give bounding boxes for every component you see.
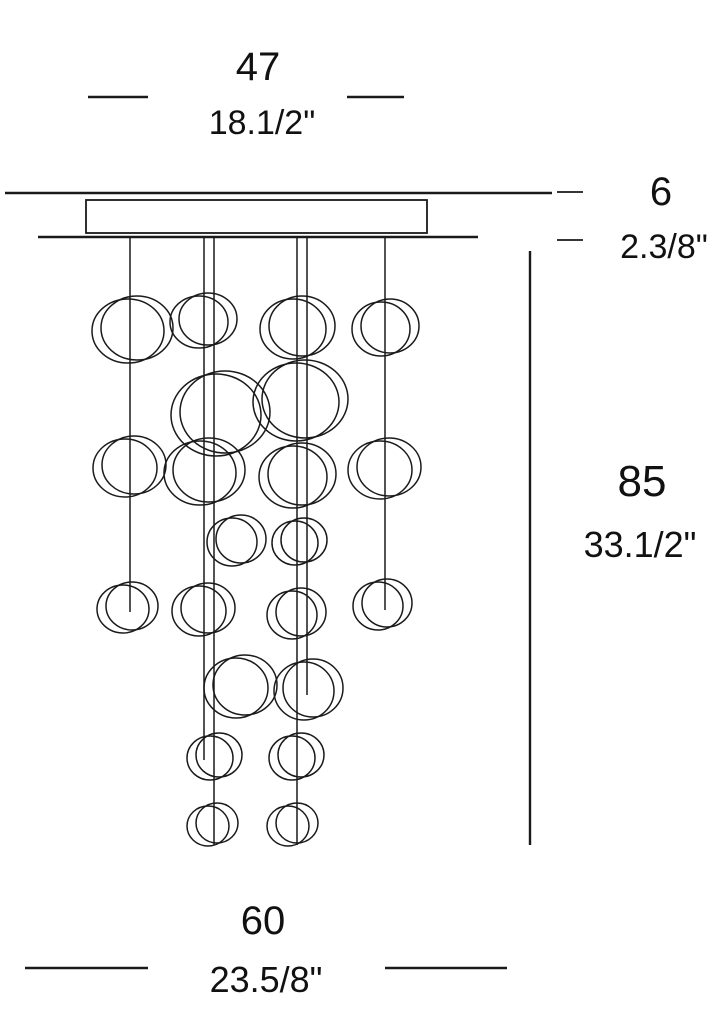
glass-sphere <box>170 373 262 457</box>
pendant-fixture <box>91 237 422 847</box>
glass-sphere <box>282 658 344 718</box>
glass-sphere <box>273 661 335 721</box>
glass-sphere <box>252 362 340 442</box>
glass-sphere <box>351 301 411 357</box>
bottom-width-dimension: 60 23.5/8" <box>25 899 507 1000</box>
glass-sphere <box>266 590 318 640</box>
canopy-height-imperial-label: 2.3/8" <box>620 228 708 266</box>
glass-sphere <box>215 514 267 564</box>
glass-sphere <box>186 735 234 781</box>
glass-sphere <box>347 440 413 500</box>
bottom-width-metric-label: 60 <box>241 899 286 943</box>
glass-sphere <box>271 520 319 566</box>
glass-sphere <box>172 437 246 503</box>
glass-sphere <box>280 517 328 563</box>
ceiling-canopy <box>5 191 552 239</box>
glass-sphere <box>268 295 336 357</box>
glass-sphere <box>266 805 310 847</box>
glass-sphere <box>195 732 243 778</box>
drop-height-dimension: 85 33.1/2" <box>528 251 697 845</box>
top-width-dimension: 47 18.1/2" <box>88 45 404 142</box>
glass-sphere <box>267 442 337 506</box>
glass-sphere <box>206 517 258 567</box>
glass-sphere <box>203 657 269 719</box>
top-width-imperial-label: 18.1/2" <box>209 104 316 142</box>
glass-sphere <box>258 445 328 509</box>
canopy-height-metric-label: 6 <box>650 170 672 214</box>
glass-sphere <box>360 298 420 354</box>
glass-sphere <box>356 437 422 497</box>
glass-sphere <box>96 584 150 634</box>
glass-sphere <box>361 578 413 628</box>
top-width-metric-label: 47 <box>236 45 281 89</box>
glass-sphere <box>277 732 325 778</box>
glass-sphere <box>275 587 327 637</box>
glass-sphere <box>163 440 237 506</box>
glass-sphere <box>92 438 158 498</box>
glass-sphere <box>268 735 316 781</box>
glass-sphere <box>261 359 349 439</box>
bottom-width-imperial-label: 23.5/8" <box>210 959 323 1000</box>
glass-sphere <box>186 805 230 847</box>
glass-sphere <box>178 292 238 346</box>
glass-sphere <box>101 435 167 495</box>
glass-sphere <box>179 370 271 454</box>
canopy-plate <box>85 199 428 234</box>
drop-height-metric-label: 85 <box>618 457 667 506</box>
glass-sphere <box>275 802 319 844</box>
glass-sphere <box>105 581 159 631</box>
glass-sphere <box>100 295 174 361</box>
glass-sphere <box>180 582 236 634</box>
glass-sphere <box>195 802 239 844</box>
canopy-height-dimension: 6 2.3/8" <box>557 170 708 266</box>
glass-sphere <box>212 654 278 716</box>
glass-sphere <box>171 585 227 637</box>
glass-sphere <box>91 298 165 364</box>
glass-sphere <box>352 581 404 631</box>
drop-height-imperial-label: 33.1/2" <box>584 524 697 565</box>
glass-sphere <box>169 295 229 349</box>
glass-sphere <box>259 298 327 360</box>
